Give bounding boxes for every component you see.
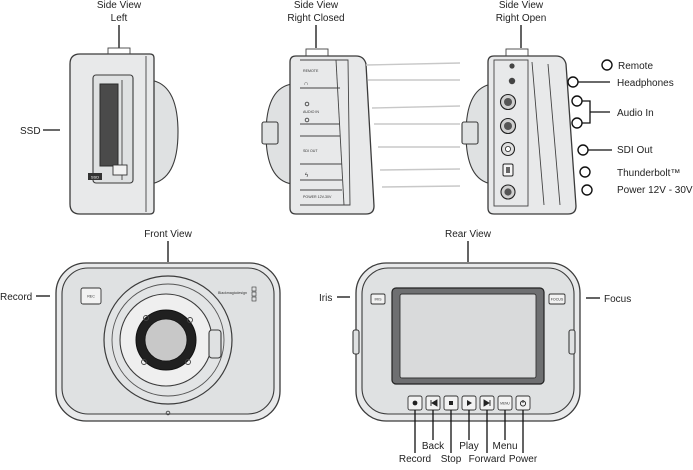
focus-label: Focus [604,294,631,305]
grip-open [461,121,479,145]
focus-key-text: FOCUS [551,298,564,302]
side-view-right-closed: REMOTE ∩ AUDIO IN SDI OUT ϟ POWER 12V-30… [261,48,375,215]
side-closed-title-2: Right Closed [287,13,344,24]
record-button-front[interactable] [80,287,102,305]
audio-in-callout-dot-2 [571,117,583,129]
brand-text: Blackmagicdesign [218,291,247,295]
port-callouts: Remote Headphones Audio In SDI Out Thund… [567,59,693,196]
rear-view: IRIS FOCUS MENU [352,262,581,422]
ssd-slot [99,83,119,167]
port-label-audio-in: Audio In [617,108,654,119]
port-label-headphones: Headphones [617,78,674,89]
lcd-screen[interactable] [399,293,537,379]
port-label-thunderbolt: Thunderbolt™ [617,168,680,179]
menu-key-text: MENU [500,402,510,406]
rear-label-forward: Forward [469,454,506,465]
top-hook-closed [305,48,329,57]
rear-label-play: Play [459,441,478,452]
top-hook-open [505,48,529,57]
side-open-title-1: Side View [499,0,544,11]
ssd-label: SSD [20,126,41,137]
side-closed-body [289,55,375,215]
rec-key-text: REC [87,295,95,299]
side-left-title-2: Left [111,13,128,24]
port-label-power: Power 12V - 30V [617,185,693,196]
side-closed-title-1: Side View [294,0,339,11]
rear-control-buttons: MENU [407,395,531,411]
top-hook-left [107,47,131,55]
remote-port [509,63,515,69]
panel-audio-label: AUDIO IN [303,110,319,114]
rear-label-record: Record [399,454,431,465]
rear-button-leaders [414,410,524,453]
power-callout-dot [581,184,593,196]
lens-mount-left [149,79,179,185]
guide-lines [365,62,461,188]
side-view-left: SSD [69,47,179,215]
front-view: REC Blackmagicdesign [55,262,281,422]
rear-view-title: Rear View [445,229,492,240]
side-view-right-open [461,48,577,215]
ssd-badge [88,173,102,180]
iris-label: Iris [319,293,332,304]
view-titles: Side View Left Side View Right Closed Si… [97,0,546,240]
grip-closed [261,121,279,145]
thunderbolt-glyph: ϟ [305,173,309,179]
rear-label-menu: Menu [492,441,517,452]
audio-in-callout-dot-1 [571,95,583,107]
record-front-label: Record [0,292,32,303]
side-open-title-2: Right Open [496,13,547,24]
focus-button[interactable] [548,293,566,305]
panel-sdi-label: SDI OUT [303,149,318,153]
panel-power-label: POWER 12V-30V [303,195,332,199]
sdi-callout-dot [577,144,589,156]
ssd-eject-button[interactable] [112,164,128,176]
port-cover [300,59,351,206]
rear-label-stop: Stop [441,454,462,465]
side-left-title-1: Side View [97,0,142,11]
thunderbolt-callout-dot [579,166,591,178]
headphone-glyph: ∩ [304,81,308,87]
rear-label-back: Back [422,441,445,452]
port-label-remote: Remote [618,61,653,72]
headphone-port [508,77,516,85]
title-leaders [118,25,522,262]
lens-release[interactable] [208,329,222,359]
port-label-sdi-out: SDI Out [617,145,653,156]
rear-label-power: Power [509,454,538,465]
rear-button-labels: Record Back Stop Play Forward Menu Power [399,441,538,465]
front-view-title: Front View [144,229,192,240]
iris-button[interactable] [370,293,386,305]
port-bay [493,59,529,207]
iris-key-text: IRIS [375,298,383,302]
remote-callout-dot [601,59,613,71]
headphones-callout-dot [567,76,579,88]
panel-remote-label: REMOTE [303,69,319,73]
ssd-badge-text: SSD [91,175,99,180]
